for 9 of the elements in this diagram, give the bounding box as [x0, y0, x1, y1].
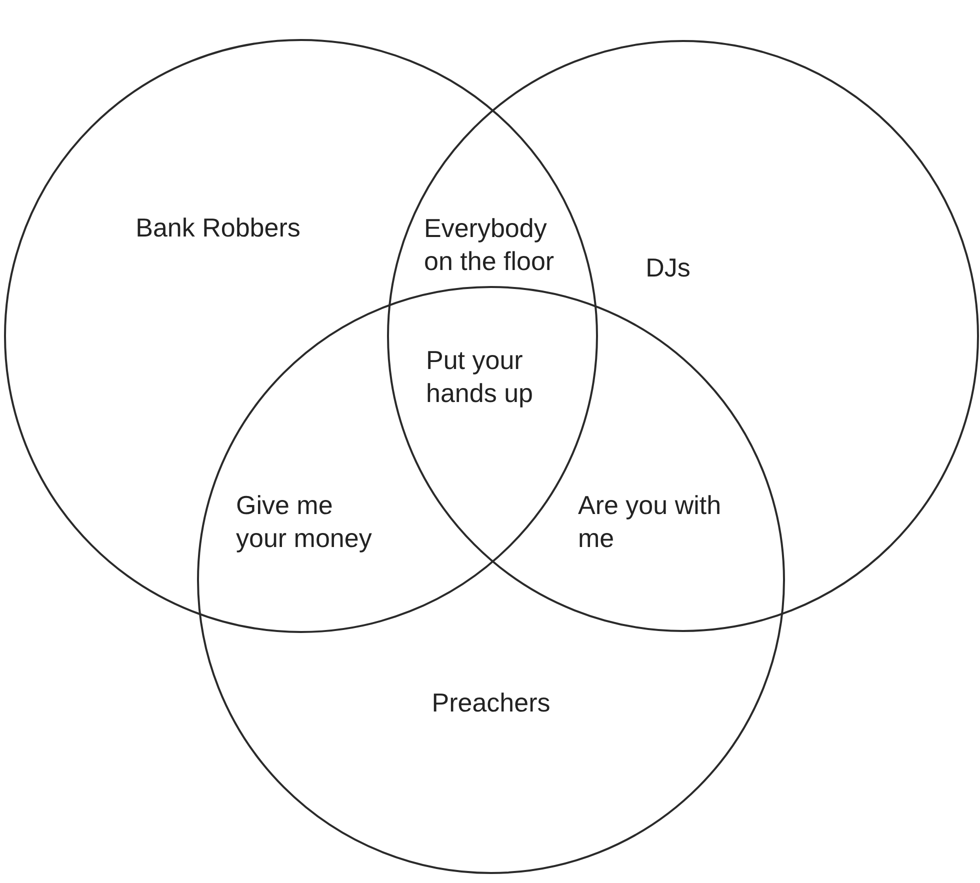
- set-label: DJs: [646, 252, 690, 284]
- overlap-label: Put your hands up: [426, 344, 534, 410]
- venn-circle: [387, 40, 979, 632]
- set-label: Preachers: [432, 686, 550, 720]
- venn-circle: [197, 286, 785, 874]
- overlap-label: Are you with me: [578, 489, 722, 555]
- overlap-label: Give me your money: [236, 489, 373, 555]
- set-label: Bank Robbers: [136, 212, 300, 244]
- overlap-label: Everybody on the floor: [424, 212, 556, 278]
